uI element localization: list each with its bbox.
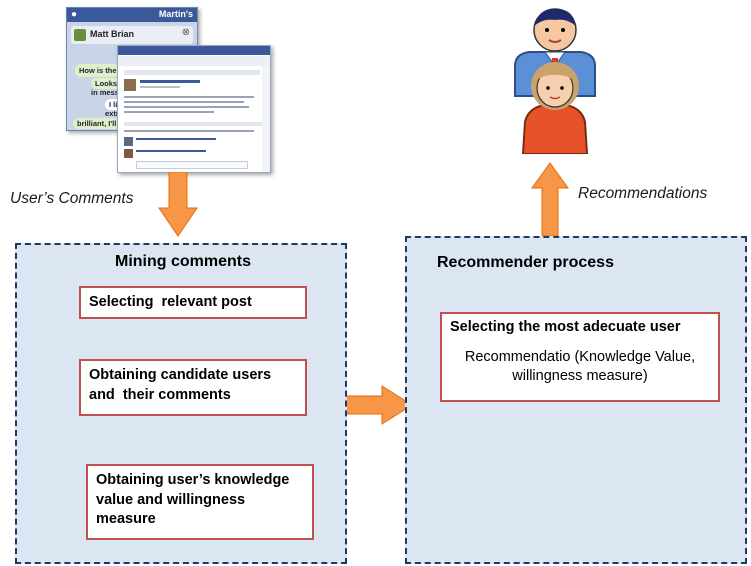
- arrow-down-icon: [158, 172, 198, 237]
- feed-avatar: [124, 79, 136, 91]
- feed-post-line: [124, 106, 249, 108]
- contact-avatar: [74, 29, 86, 41]
- chat-header-title: Martin's: [158, 9, 193, 19]
- users-comments-caption: User’s Comments: [10, 190, 134, 207]
- feed-post-line: [124, 101, 244, 103]
- arrow-right-icon: [344, 385, 413, 425]
- recommendations-caption: Recommendations: [578, 185, 708, 202]
- feed-toolbar: [118, 56, 270, 66]
- feed-post-line: [136, 150, 206, 152]
- select-most-adequate-user-box: Selecting the most adecuate user Recomme…: [440, 312, 720, 402]
- feed-post-line: [140, 80, 200, 83]
- step-obtaining-knowledge-value: Obtaining user’s knowledge value and wil…: [86, 464, 314, 540]
- feed-avatar: [124, 137, 133, 146]
- select-most-adequate-user-title: Selecting the most adecuate user: [450, 319, 681, 335]
- close-icon[interactable]: ⊗: [181, 27, 190, 38]
- chat-header: ● Martin's: [67, 8, 197, 22]
- arrow-up-icon: [531, 162, 569, 236]
- feed-post-line: [140, 86, 180, 88]
- users-people-icon: [514, 8, 596, 154]
- social-feed-screenshot-icon: [117, 45, 271, 173]
- chat-message: Looks like t: [91, 78, 141, 89]
- chat-message: in messag: [91, 88, 128, 97]
- chat-header-icon: ●: [71, 9, 78, 20]
- feed-comment-input: [136, 161, 248, 169]
- recommender-process-title: Recommender process: [437, 254, 614, 271]
- feed-post-line: [136, 138, 216, 140]
- feed-avatar: [124, 149, 133, 158]
- chat-message: brilliant, I'll have m: [73, 118, 149, 129]
- feed-sidebar: [262, 66, 270, 172]
- recommender-process-panel: Recommender process Selecting the most a…: [405, 236, 747, 564]
- feed-header-bar: [118, 46, 270, 55]
- feed-post-line: [124, 122, 262, 126]
- mining-comments-panel: Mining comments Selecting relevant post …: [15, 243, 347, 564]
- feed-post-line: [124, 130, 254, 132]
- step-obtaining-candidate-users: Obtaining candidate users and their comm…: [79, 359, 307, 416]
- step-selecting-relevant-post: Selecting relevant post: [79, 286, 307, 319]
- feed-post-line: [124, 70, 260, 75]
- recommendation-formula: Recommendatio (Knowledge Value, willingn…: [464, 348, 696, 385]
- feed-post-line: [124, 96, 254, 98]
- feed-post-line: [124, 111, 214, 113]
- chat-contact-bar: Matt Brian ⊗: [71, 26, 193, 44]
- mining-comments-title: Mining comments: [115, 253, 252, 270]
- contact-name: Matt Brian: [90, 29, 135, 39]
